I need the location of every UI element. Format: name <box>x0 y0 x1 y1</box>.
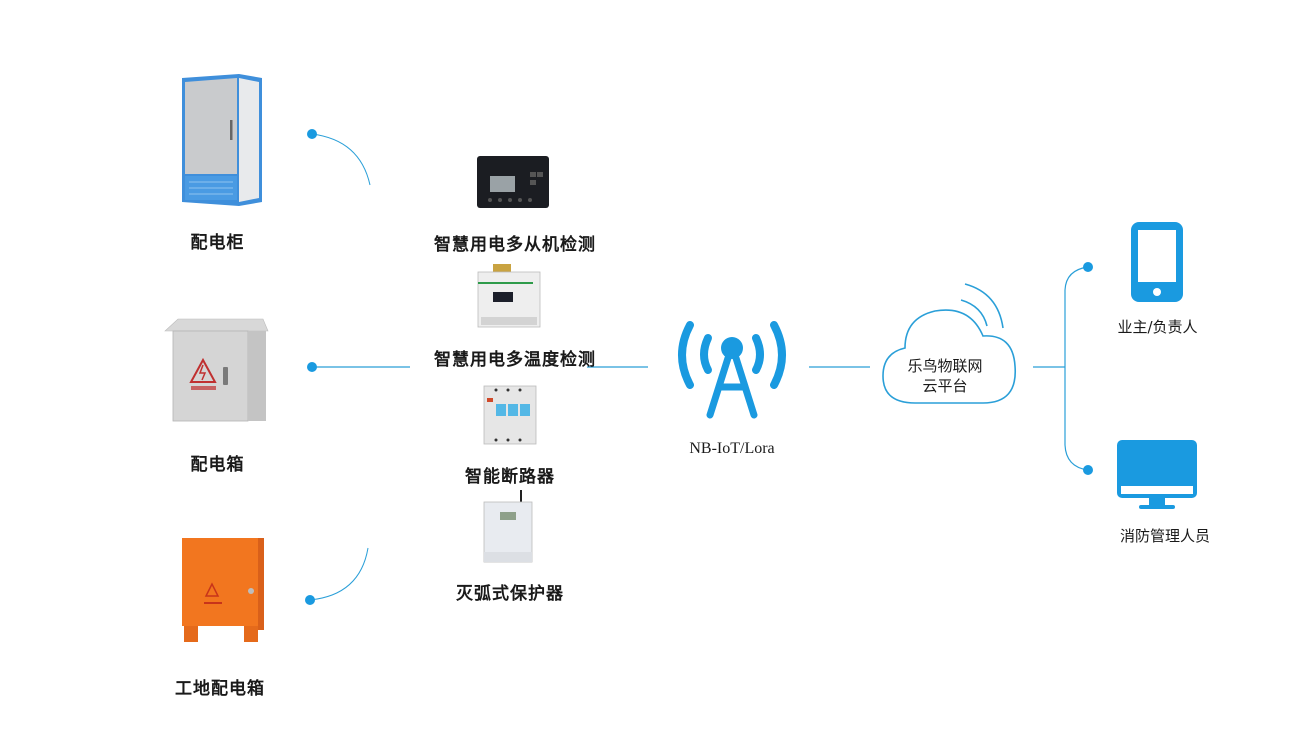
source-label: 配电箱 <box>190 455 245 475</box>
distribution-cabinet-icon <box>182 74 262 206</box>
connector-arc-top <box>311 133 371 186</box>
cloud-icon <box>882 283 1016 404</box>
connector-dot-phone <box>1083 262 1093 272</box>
connector-dot-monitor <box>1083 465 1093 475</box>
monitor-icon <box>1117 440 1197 509</box>
connector-split <box>1064 266 1089 471</box>
multi-temperature-monitor-icon <box>477 264 541 328</box>
network-label: NB-IoT/Lora <box>689 440 775 457</box>
device-label: 智慧用电多温度检测 <box>434 350 596 370</box>
source-label: 工地配电箱 <box>175 679 265 699</box>
connector-dot-bottom <box>305 595 315 605</box>
cloud-label-line2: 云平台 <box>922 377 968 395</box>
arc-protector-icon <box>483 490 533 563</box>
endpoint-label: 业主/负责人 <box>1117 318 1198 336</box>
construction-distribution-box-icon <box>182 538 264 642</box>
smartphone-icon <box>1131 222 1183 302</box>
connector-dot-middle <box>307 362 317 372</box>
signal-tower-icon <box>678 321 786 419</box>
multi-slave-monitor-icon <box>477 156 549 208</box>
smart-breaker-icon <box>483 385 537 445</box>
device-label: 智慧用电多从机检测 <box>434 235 596 255</box>
connector-arc-bottom <box>309 547 369 601</box>
source-label: 配电柜 <box>190 233 245 253</box>
endpoint-label: 消防管理人员 <box>1119 527 1210 545</box>
connector-dot-top <box>307 129 317 139</box>
cloud-label-line1: 乐鸟物联网 <box>907 357 983 375</box>
device-label: 智能断路器 <box>465 467 555 487</box>
device-label: 灭弧式保护器 <box>456 584 564 604</box>
distribution-box-icon <box>164 318 269 422</box>
